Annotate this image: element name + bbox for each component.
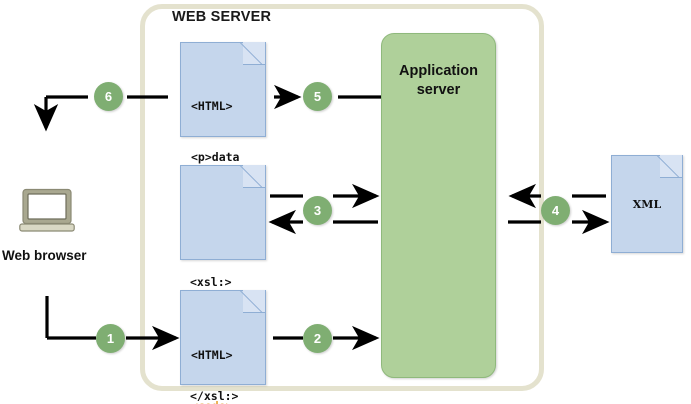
application-server-box: [381, 33, 496, 378]
step-1-badge: 1: [96, 324, 125, 353]
html-source-document-text: <HTML> <code> </HTML>: [191, 313, 239, 404]
web-server-boundary: [140, 4, 544, 391]
doc-line: <HTML>: [191, 99, 233, 113]
application-server-label-line2: server: [416, 82, 461, 98]
html-source-document: [180, 290, 266, 385]
laptop-icon: [19, 188, 75, 232]
xsl-stylesheet-document: [180, 165, 266, 260]
page-fold-edge-icon: [235, 165, 266, 196]
doc-line: <HTML>: [191, 348, 233, 362]
step-6-badge: 6: [94, 82, 123, 111]
step-2-badge: 2: [303, 324, 332, 353]
xml-data-document: [611, 155, 683, 253]
application-server-label: Application server: [381, 62, 496, 100]
step-3-badge: 3: [303, 196, 332, 225]
doc-line: <xsl:>: [190, 275, 232, 289]
xsl-stylesheet-document-text: <xsl:> </xsl:>: [190, 187, 238, 404]
web-browser-label: Web browser: [2, 248, 87, 263]
doc-line: <p>data: [191, 150, 240, 164]
page-fold-edge-icon: [235, 290, 266, 321]
application-server-label-line1: Application: [399, 63, 478, 79]
step-5-badge: 5: [303, 82, 332, 111]
xml-data-document-label: XML: [632, 198, 662, 211]
html-response-document: [180, 42, 266, 137]
web-server-title: WEB SERVER: [172, 9, 272, 25]
doc-line: </xsl:>: [190, 389, 239, 403]
page-fold-edge-icon: [652, 155, 683, 186]
page-fold-edge-icon: [235, 42, 266, 73]
doc-line-highlighted: <code>: [191, 398, 239, 404]
step-4-badge: 4: [541, 196, 570, 225]
